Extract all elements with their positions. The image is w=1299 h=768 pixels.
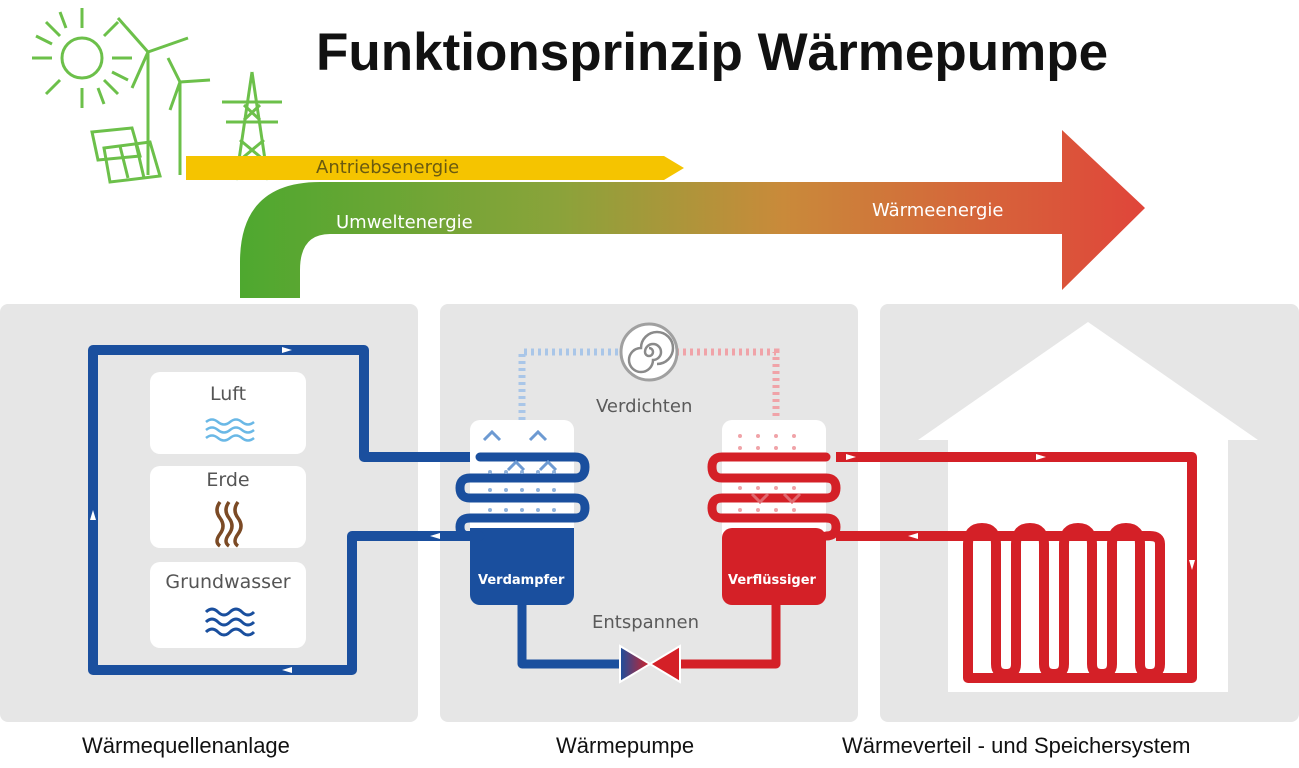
section-heat-pump: Wärmepumpe	[556, 733, 695, 758]
house-icon	[918, 322, 1258, 692]
flow-arrows-red	[846, 454, 1195, 612]
environment-energy-label: Umweltenergie	[336, 212, 473, 233]
heat-energy-arrow	[240, 130, 1145, 298]
solar-panel-icon	[90, 126, 162, 184]
condenser-unit	[707, 420, 841, 605]
panel-heat-pump	[440, 304, 858, 722]
section-distribution: Wärmeverteil - und Speichersystem	[842, 733, 1191, 758]
source-air-label: Luft	[209, 383, 247, 405]
section-source-system: Wärmequellenanlage	[82, 733, 290, 758]
heat-energy-label: Wärmeenergie	[872, 200, 1004, 221]
heating-loop-pipe	[836, 452, 1197, 683]
card-groundwater	[150, 562, 306, 648]
condenser-label: Verflüssiger	[728, 573, 816, 588]
evaporator-label: Verdampfer	[478, 573, 565, 588]
compressor-icon	[619, 322, 679, 382]
expand-label: Entspannen	[592, 612, 699, 633]
evaporator-unit	[455, 420, 590, 605]
refrigerant-line-cold	[518, 348, 622, 420]
source-earth-label: Erde	[206, 469, 250, 491]
expansion-line	[517, 605, 781, 669]
groundwater-waves-icon	[204, 607, 256, 637]
page-title: Funktionsprinzip Wärmepumpe	[316, 23, 1109, 82]
expansion-valve-icon	[619, 644, 681, 684]
drive-energy-arrow	[186, 156, 684, 180]
refrigerant-line-hot	[676, 348, 780, 420]
drive-energy-label: Antriebsenergie	[316, 157, 460, 178]
earth-icon	[215, 500, 243, 548]
air-waves-icon	[205, 418, 255, 442]
wind-turbine-icon	[116, 17, 211, 175]
card-air	[150, 372, 306, 454]
sun-icon	[32, 8, 132, 108]
compress-label: Verdichten	[596, 396, 693, 417]
source-groundwater-label: Grundwasser	[165, 571, 291, 593]
